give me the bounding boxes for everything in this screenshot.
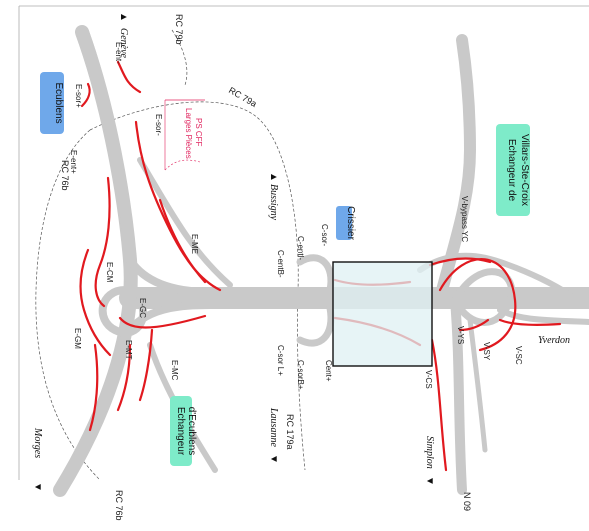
label-yverdon: Yverdon: [538, 335, 570, 346]
ramp-e-sor-minus: E-sor-: [154, 114, 163, 136]
ramp-e-gc: E-GC: [138, 298, 147, 318]
ramp-v-sy: V-SY: [482, 342, 491, 361]
label-rc76b-bottom: RC 76b: [114, 490, 124, 521]
arrow-bussigny-icon: ▲: [268, 172, 279, 182]
ramp-e-mt: E-MT: [124, 340, 133, 360]
ramp-e-me: E-ME: [190, 234, 199, 254]
box-villars-line2: Villars-Ste-Croix: [519, 134, 530, 206]
ramp-c-sorb-plus: C-sorB+: [296, 360, 305, 390]
label-simplon: Simplon: [424, 436, 435, 469]
box-villars: Echangeur de Villars-Ste-Croix: [496, 124, 530, 216]
arrow-morges-icon: ▼: [32, 482, 43, 492]
label-rc179a: RC 179a: [285, 414, 295, 450]
ramp-v-cs: V-CS: [424, 370, 433, 389]
label-geneve: Genève: [118, 28, 129, 59]
box-ecublens-label: Ecublens: [53, 82, 64, 123]
arrow-lausanne-icon: ▼: [268, 454, 279, 464]
ps-cff-labels: PS CFF Larges Pièces: [184, 108, 203, 159]
label-bussigny: Bussigny: [268, 184, 279, 221]
box-crissier: Crissier: [336, 206, 356, 241]
ramp-e-ent-top: E-ent-: [114, 42, 123, 64]
arrow-simplon-icon: ▼: [424, 476, 435, 486]
ramp-v-sc: V-SC: [514, 346, 523, 365]
highway-network: [53, 25, 589, 497]
ramp-c-entb-minus: C-entB-: [276, 250, 285, 278]
arrow-geneve-icon: ▲: [118, 12, 129, 22]
box-crissier-label: Crissier: [345, 206, 356, 241]
box-villars-line1: Echangeur de: [506, 139, 517, 202]
label-rc76b-top: RC 76b: [60, 160, 70, 191]
map-frame: [18, 5, 589, 480]
ramp-e-sor-plus: E-sor+: [74, 84, 83, 108]
ramp-c-ent-plus: Cent+: [324, 360, 333, 382]
ramp-red-lines: [79, 60, 562, 472]
ramp-e-cm: E-CM: [105, 262, 114, 283]
ps-cff-line: [164, 99, 205, 171]
ramp-c-sor-minus: C-sor-: [320, 224, 329, 247]
ramp-v-ys: V-YS: [456, 326, 465, 344]
box-echangeur-ecublens: Echangeur d'Ecublens: [170, 396, 197, 466]
ps-cff-line1: PS CFF: [194, 118, 203, 147]
ramp-e-gm: E-GM: [73, 328, 82, 349]
box-ech-ecublens-line2: d'Ecublens: [186, 407, 197, 456]
label-morges: Morges: [32, 427, 43, 458]
box-ecublens: Ecublens: [40, 72, 64, 134]
label-n09: N 09: [462, 492, 472, 511]
ramp-v-bypass: V-bypass YC: [460, 196, 469, 242]
direction-labels: ▲ Genève ▲ Bussigny Lausanne ▼ Morges ▼ …: [32, 12, 570, 492]
commune-boundaries: [35, 29, 306, 481]
box-ech-ecublens-line1: Echangeur: [175, 407, 186, 456]
ramp-c-entl-minus: C-entl-: [296, 236, 305, 260]
ramp-c-sorl-plus: C-sor L+: [276, 345, 285, 376]
ramp-e-ent-plus: E-ent+: [69, 150, 78, 174]
label-rc79b: RC 79b: [174, 14, 184, 45]
label-lausanne: Lausanne: [268, 407, 279, 447]
ramp-e-mc: E-MC: [170, 360, 179, 381]
ramp-labels: E-ent- E-sor+ E-sor- E-ent+ E-ME E-CM E-…: [69, 42, 523, 390]
ps-cff-line2: Larges Pièces: [184, 108, 193, 159]
crissier-area-box: [332, 261, 433, 367]
